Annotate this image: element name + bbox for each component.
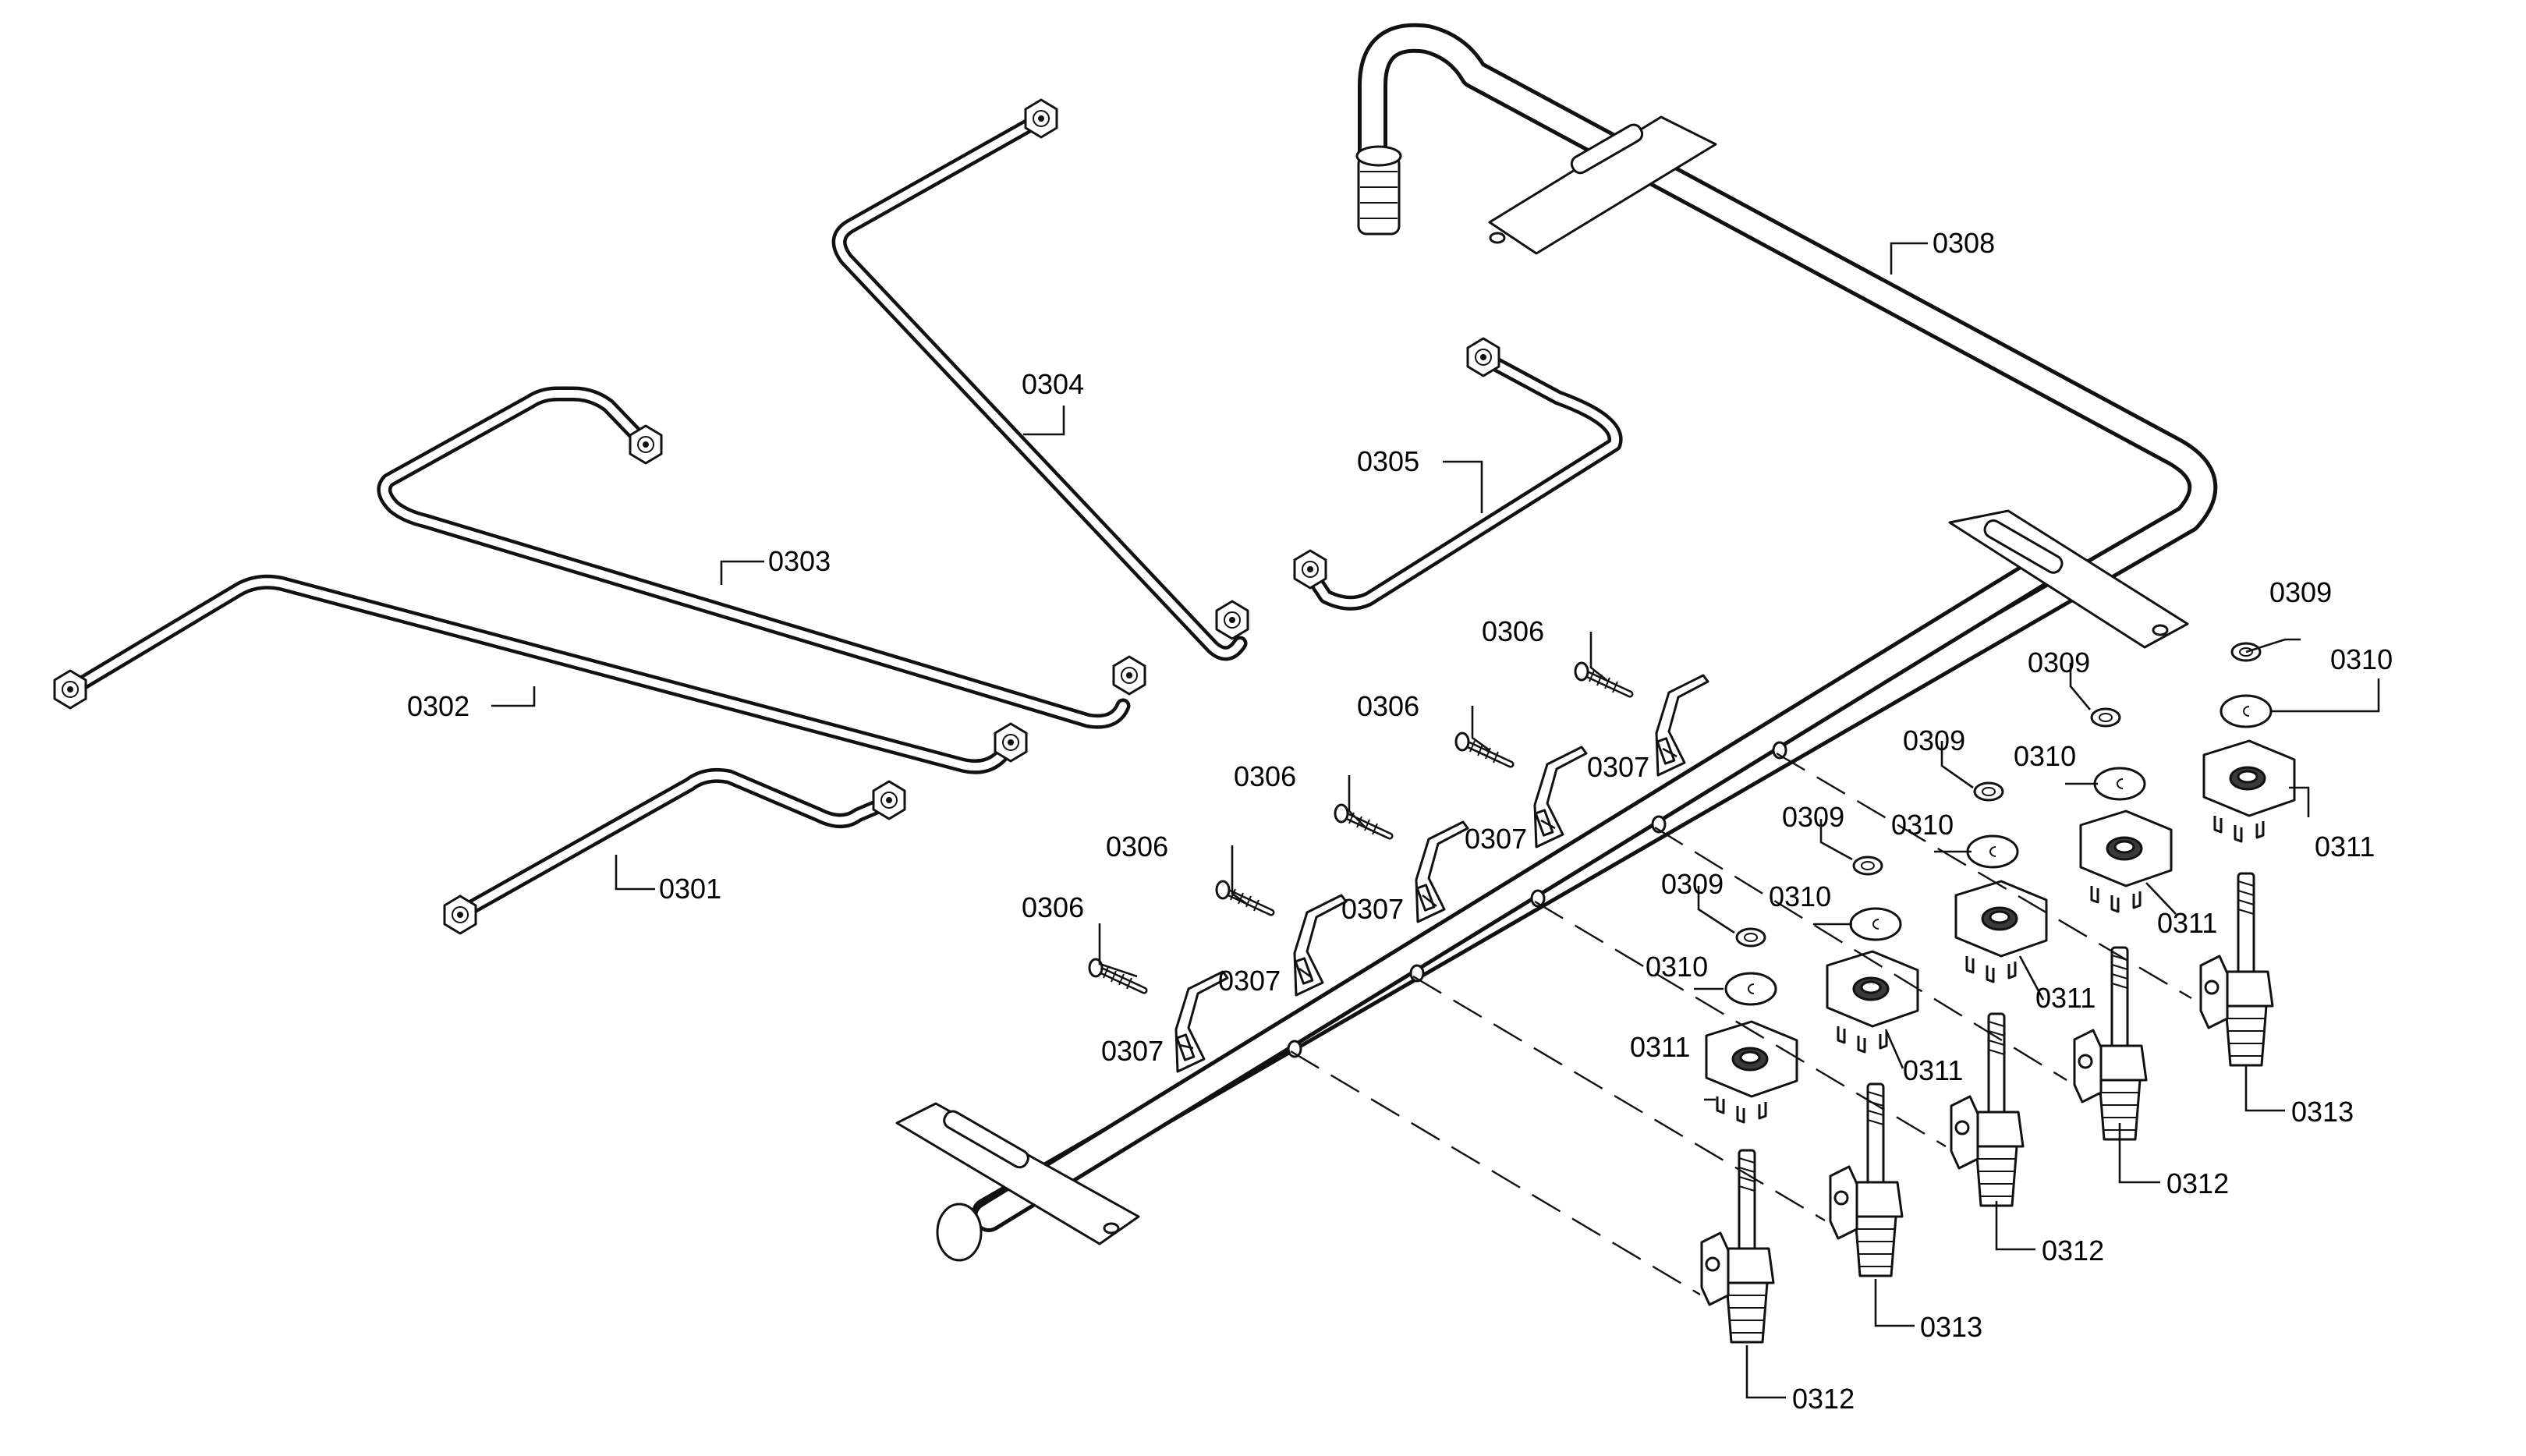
label-0303: 0303 xyxy=(768,545,831,577)
label-0306-c: 0306 xyxy=(1234,760,1296,792)
label-0309-d: 0309 xyxy=(2028,647,2090,678)
assembly-dash-lines xyxy=(1290,752,2192,1296)
label-0312-a: 0312 xyxy=(1792,1383,1855,1415)
label-0307-b: 0307 xyxy=(1218,965,1281,997)
label-0311-d: 0311 xyxy=(2157,907,2217,939)
label-0304: 0304 xyxy=(1022,368,1084,400)
label-0306-a: 0306 xyxy=(1022,891,1084,923)
label-0307-a: 0307 xyxy=(1101,1035,1164,1067)
label-0308: 0308 xyxy=(1933,227,1995,259)
label-0307-d: 0307 xyxy=(1465,823,1527,855)
part-labels: 0301 0302 0303 0304 0305 0308 0306 0306 … xyxy=(407,227,2393,1415)
label-0307-e: 0307 xyxy=(1587,751,1649,783)
label-0309-e: 0309 xyxy=(2269,576,2332,608)
pipe-0305 xyxy=(1293,337,1623,611)
label-0310-c: 0310 xyxy=(1891,809,1954,841)
label-0306-b: 0306 xyxy=(1106,831,1168,863)
leader-lines xyxy=(491,242,2380,1399)
mounting-bracket-right xyxy=(1948,509,2189,649)
label-0309-b: 0309 xyxy=(1782,801,1844,833)
label-0310-a: 0310 xyxy=(1646,951,1708,983)
label-0310-d: 0310 xyxy=(2014,740,2076,772)
label-0311-a: 0311 xyxy=(1630,1031,1690,1063)
pipe-0303 xyxy=(377,386,1146,729)
label-0310-b: 0310 xyxy=(1769,880,1831,912)
mounting-bracket-top xyxy=(1488,115,1717,255)
label-0312-c: 0312 xyxy=(2166,1167,2229,1199)
pipe-0308 xyxy=(972,23,2218,1228)
label-0311-c: 0311 xyxy=(2035,982,2096,1014)
label-0301: 0301 xyxy=(659,873,721,905)
label-0302: 0302 xyxy=(407,690,469,722)
pipe-0301 xyxy=(443,767,906,935)
pipe-0302 xyxy=(53,574,1028,774)
label-0305: 0305 xyxy=(1357,445,1419,477)
label-0312-b: 0312 xyxy=(2042,1235,2104,1266)
label-0311-e: 0311 xyxy=(2315,831,2375,863)
label-0309-a: 0309 xyxy=(1661,868,1724,900)
label-0306-d: 0306 xyxy=(1357,690,1419,722)
pipe-0304 xyxy=(831,98,1249,661)
label-0306-e: 0306 xyxy=(1482,615,1544,647)
screw-clip-group xyxy=(1089,663,1709,1073)
label-0313-b: 0313 xyxy=(2291,1096,2354,1128)
manifold-rail xyxy=(936,554,2059,1262)
label-0307-c: 0307 xyxy=(1341,893,1404,925)
label-0309-c: 0309 xyxy=(1903,724,1965,756)
mounting-bracket-left xyxy=(895,1102,1140,1245)
label-0310-e: 0310 xyxy=(2330,643,2393,675)
label-0311-b: 0311 xyxy=(1903,1054,1963,1086)
label-0313-a: 0313 xyxy=(1920,1311,1982,1343)
